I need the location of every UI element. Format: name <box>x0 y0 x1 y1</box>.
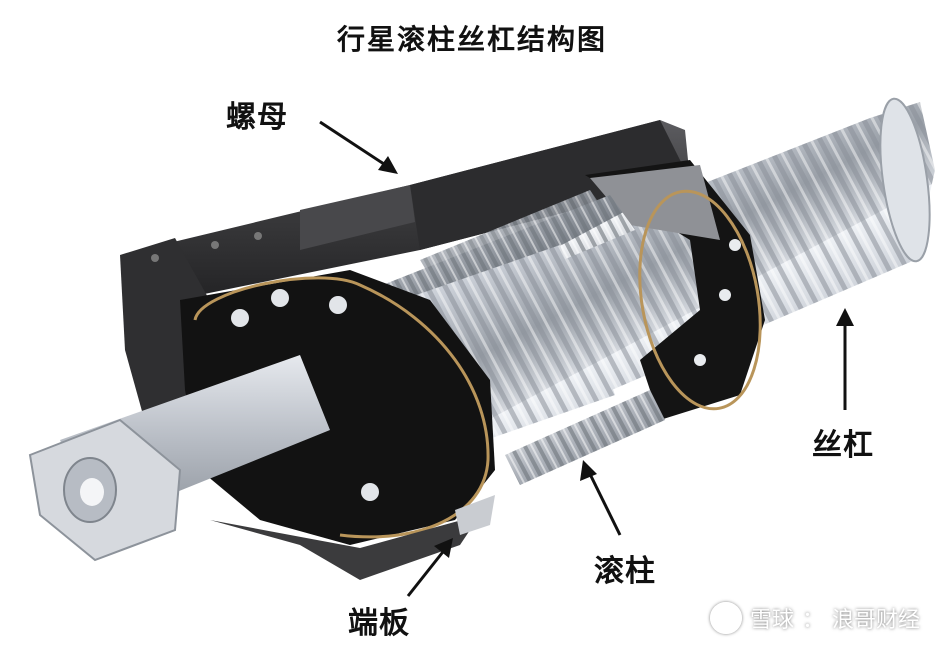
right-end-plate <box>585 160 765 420</box>
watermark-brand: 雪球 <box>749 608 794 633</box>
nut-label: 螺母 <box>226 100 288 135</box>
diagram-title: 行星滚柱丝杠结构图 <box>336 23 607 56</box>
roller-arrow <box>586 469 622 536</box>
nut-arrowhead <box>378 156 398 174</box>
watermark-separator: ： <box>801 608 824 633</box>
left-end-plate <box>180 270 495 580</box>
roller-arrowhead <box>580 460 597 481</box>
watermark: 雪球 ： 浪哥财经 <box>709 602 920 634</box>
end-plate-arrow <box>406 547 448 597</box>
callout-arrows <box>319 120 854 597</box>
screw-arrowhead <box>836 308 854 326</box>
xueqiu-logo-icon <box>709 602 742 634</box>
end-plate-arrowhead <box>434 538 453 558</box>
nut-arrow <box>319 120 391 170</box>
screw-label: 丝杠 <box>812 428 874 463</box>
shaft-end <box>28 355 330 562</box>
watermark-author: 浪哥财经 <box>831 608 920 633</box>
end-plate-label: 端板 <box>348 606 410 641</box>
roller-label: 滚柱 <box>594 554 656 589</box>
